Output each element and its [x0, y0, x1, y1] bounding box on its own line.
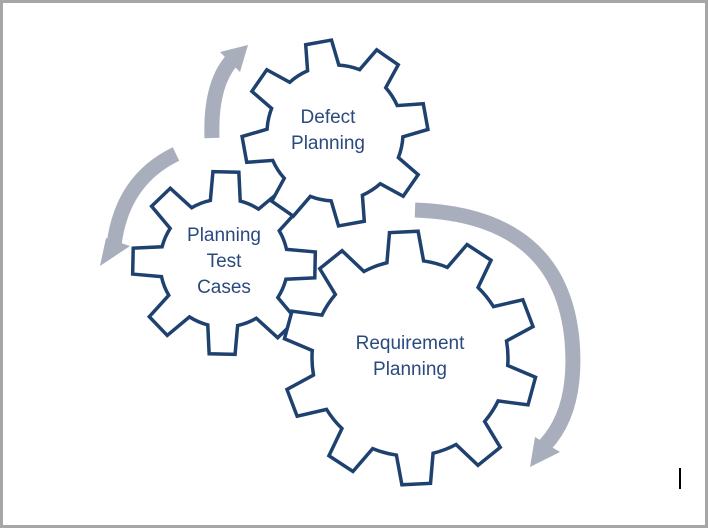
planning-test-cases-label: Planning Test Cases [187, 223, 261, 301]
text-cursor [679, 468, 681, 489]
defect-planning-label: Defect Planning [291, 105, 365, 157]
arrowhead-defect [220, 45, 248, 72]
diagram-canvas: Defect Planning Planning Test Cases Requ… [3, 3, 705, 525]
label-line: Cases [197, 277, 251, 298]
label-line: Test [206, 251, 242, 272]
arrow-test-to-defect [204, 55, 238, 139]
requirement-planning-label: Requirement Planning [356, 331, 465, 383]
gear-defect-planning [240, 38, 430, 228]
label-line: Planning [291, 133, 365, 154]
gear-planning-test-cases [130, 169, 318, 357]
arrowhead-requirement [530, 437, 560, 467]
gear-requirement-planning [282, 229, 538, 487]
label-line: Planning [187, 225, 261, 246]
diagram-svg [100, 38, 581, 487]
label-line: Requirement [355, 333, 465, 354]
label-line: Planning [373, 359, 447, 380]
label-line: Defect [300, 107, 356, 128]
arrowhead-test [100, 238, 130, 266]
arrow-defect-to-test [106, 147, 180, 247]
arrow-requirement-cycle [414, 202, 581, 451]
